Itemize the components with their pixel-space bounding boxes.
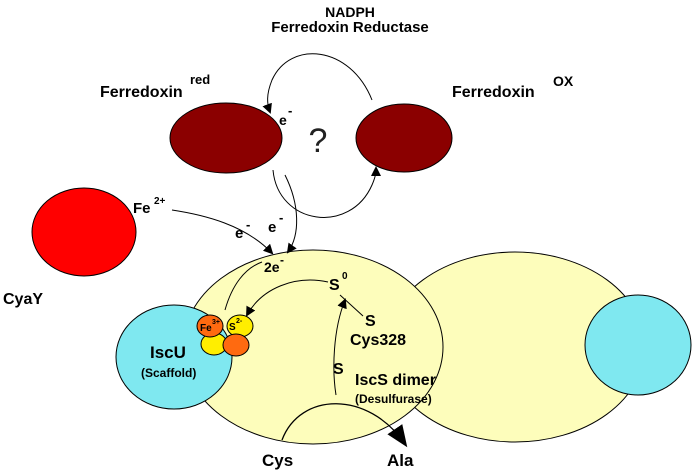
fe3-sup: 3+ <box>212 319 220 326</box>
s2-label: S <box>229 322 236 333</box>
sulfur-zero-sup: 0 <box>342 271 348 282</box>
question-mark: ? <box>309 122 328 160</box>
ferredoxin-red <box>169 102 283 174</box>
ferredoxin-ox-label: Ferredoxin <box>452 84 535 101</box>
fe-label: Fe <box>133 200 151 217</box>
electron-to-iscu-line <box>224 261 263 311</box>
cyay <box>31 187 137 277</box>
electron-label-fd: e <box>279 112 287 128</box>
sulfur-zero-label: S <box>329 277 340 294</box>
iscu-label: IscU <box>150 343 186 362</box>
ferredoxin-red-sup: red <box>190 72 210 87</box>
reductase-cycle-arrow <box>262 53 373 114</box>
cys-label: Cys <box>262 451 293 470</box>
electron-sup-left: - <box>246 217 250 232</box>
cys328-label: Cys328 <box>350 332 406 349</box>
s2-sup: 2- <box>236 318 243 325</box>
fe3-label: Fe <box>200 323 212 334</box>
sulfur-transfer-arrow <box>246 279 329 317</box>
nadph-label: NADPH <box>325 4 375 20</box>
sulfur-rise-arrow <box>333 298 347 396</box>
ferredoxin-red-label: Ferredoxin <box>100 84 183 101</box>
ala-label: Ala <box>387 451 414 470</box>
electron-transfer-arrow <box>284 174 298 254</box>
fes-cluster <box>196 314 254 357</box>
ferredoxin-ox <box>355 103 453 173</box>
desulfurase-label: (Desulfurase) <box>355 392 432 406</box>
cys-sulfur-label: S <box>365 313 376 330</box>
two-electron-label: 2e <box>264 259 280 275</box>
fe-sup: 2+ <box>154 196 166 207</box>
electron-label-right: e <box>268 219 276 236</box>
two-electron-sup: - <box>280 253 284 267</box>
cluster-fe-bottom <box>222 333 250 357</box>
reductase-label: Ferredoxin Reductase <box>271 19 429 36</box>
scaffold-label: (Scaffold) <box>141 366 196 380</box>
electron-sup-right: - <box>279 210 283 225</box>
fe-transfer-arrow <box>171 209 274 255</box>
electron-sup-fd: - <box>288 103 292 118</box>
electron-label-left: e <box>235 225 243 242</box>
cluster-fe-top <box>196 314 224 338</box>
ferredoxin-ox-sup: OX <box>553 73 574 89</box>
fd-regeneration-arrow <box>272 166 381 218</box>
lower-sulfur-label: S <box>333 361 344 378</box>
cys-to-ala-arrow <box>281 403 408 448</box>
iscs-label: IscS dimer <box>355 372 436 389</box>
iscu-right <box>584 294 692 396</box>
cyay-label: CyaY <box>3 291 43 308</box>
